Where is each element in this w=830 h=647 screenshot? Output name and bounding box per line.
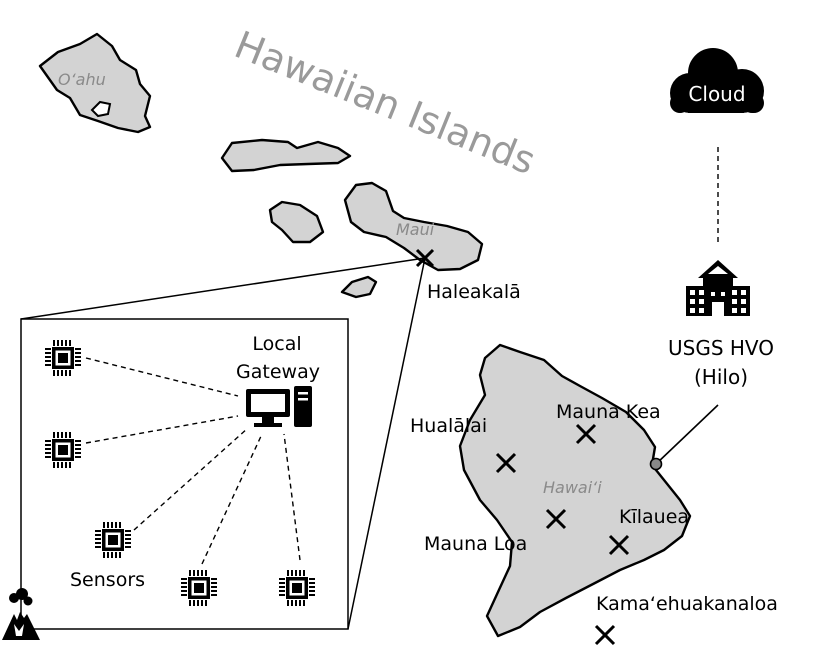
mauna-kea-label: Mauna Kea bbox=[556, 401, 661, 423]
observatory-label-line1: USGS HVO bbox=[668, 336, 774, 360]
volcano-markers bbox=[415, 248, 630, 646]
oahu-label: O‘ahu bbox=[58, 70, 106, 89]
maui-island bbox=[343, 181, 484, 272]
sensor-chip-icon bbox=[95, 522, 131, 558]
observatory-label-line2: (Hilo) bbox=[694, 365, 748, 389]
gateway-label-line2: Gateway bbox=[236, 361, 320, 383]
volcano-icon bbox=[2, 588, 40, 640]
kamaehuakanaloa-marker bbox=[594, 624, 616, 646]
hawaii-island bbox=[458, 343, 692, 638]
mauna-loa-marker bbox=[545, 508, 567, 530]
mauna-kea-marker bbox=[575, 423, 597, 445]
hilo-link bbox=[655, 404, 719, 465]
zoom-line-bottom bbox=[347, 257, 426, 630]
cloud-icon bbox=[670, 48, 764, 113]
hilo-marker bbox=[649, 457, 663, 471]
maui-label: Maui bbox=[396, 220, 435, 239]
sensor-links bbox=[85, 357, 301, 565]
hawaii-label: Hawai‘i bbox=[543, 478, 602, 497]
mauna-loa-label: Mauna Loa bbox=[424, 533, 527, 555]
molokai-island bbox=[220, 138, 352, 173]
gateway-label-line1: Local bbox=[252, 333, 301, 355]
computer-icon bbox=[246, 386, 312, 427]
hualalai-marker bbox=[495, 452, 517, 474]
sensors-label: Sensors bbox=[70, 569, 145, 591]
hualalai-label: Hualālai bbox=[410, 415, 487, 437]
kilauea-marker bbox=[608, 534, 630, 556]
sensor-chip-icon bbox=[45, 432, 81, 468]
zoom-line-top bbox=[20, 257, 426, 320]
observatory-building-icon bbox=[686, 260, 750, 316]
kahoolawe-island bbox=[340, 275, 378, 299]
sensor-chip-icon bbox=[181, 570, 217, 606]
haleakala-label: Haleakalā bbox=[427, 281, 521, 303]
kamaehuakanaloa-label: Kama‘ehuakanaloa bbox=[596, 593, 778, 615]
kilauea-label: Kīlauea bbox=[619, 506, 689, 528]
oahu-island bbox=[38, 32, 152, 134]
lanai-island bbox=[268, 200, 325, 244]
sensor-chip-icon bbox=[279, 570, 315, 606]
cloud-label: Cloud bbox=[688, 82, 745, 106]
inset-box bbox=[20, 318, 349, 630]
sensor-chip-icon bbox=[45, 340, 81, 376]
